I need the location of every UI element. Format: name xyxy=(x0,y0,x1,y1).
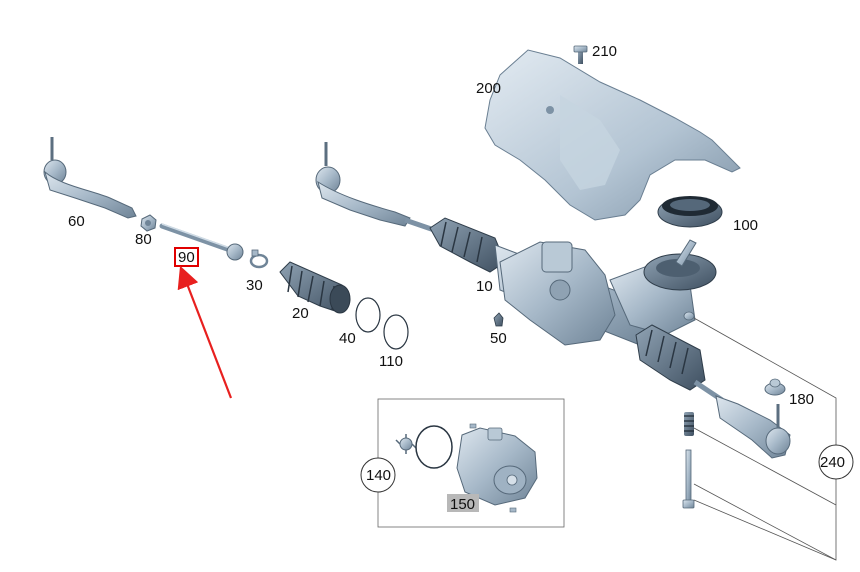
label-30[interactable]: 30 xyxy=(246,277,263,294)
label-10[interactable]: 10 xyxy=(476,278,493,295)
o-ring-part[interactable] xyxy=(415,425,453,469)
selected-label-bg xyxy=(447,494,479,512)
callout-circle-240 xyxy=(818,444,854,480)
clip-ring-part-110[interactable] xyxy=(383,314,409,350)
label-200[interactable]: 200 xyxy=(476,80,501,97)
tie-rod-part-90[interactable] xyxy=(159,223,244,261)
label-80[interactable]: 80 xyxy=(135,231,152,248)
clip-ring-part-40[interactable] xyxy=(355,297,381,333)
label-60[interactable]: 60 xyxy=(68,213,85,230)
bolt-part-210[interactable] xyxy=(573,45,588,64)
label-180[interactable]: 180 xyxy=(789,391,814,408)
tie-rod-end-part-60[interactable] xyxy=(43,137,137,219)
label-100[interactable]: 100 xyxy=(733,217,758,234)
label-20[interactable]: 20 xyxy=(292,305,309,322)
plug-part-50[interactable] xyxy=(493,312,504,327)
bolt-set-part-240[interactable] xyxy=(682,311,695,509)
motor-part-150[interactable] xyxy=(456,427,538,506)
label-90[interactable]: 90 xyxy=(178,249,195,266)
cap-part-180[interactable] xyxy=(764,378,786,396)
label-110[interactable]: 110 xyxy=(379,353,403,370)
label-150[interactable]: 150 xyxy=(450,496,475,513)
label-40[interactable]: 40 xyxy=(339,330,356,347)
clamp-part-30[interactable] xyxy=(249,249,269,269)
motor-detail-box xyxy=(377,398,565,528)
seal-ring-part-100[interactable] xyxy=(657,196,723,228)
label-50[interactable]: 50 xyxy=(490,330,507,347)
heat-shield-part-200[interactable] xyxy=(484,49,741,221)
pointer-arrow xyxy=(177,265,233,399)
label-240[interactable]: 240 xyxy=(820,454,845,471)
screw-part[interactable] xyxy=(469,423,517,513)
callout-circle-140 xyxy=(360,457,396,493)
coupling-part[interactable] xyxy=(395,434,417,454)
steering-gear-part-10[interactable] xyxy=(315,142,791,459)
bellows-part-20[interactable] xyxy=(279,261,351,314)
label-210[interactable]: 210 xyxy=(592,43,617,60)
nut-part-80[interactable] xyxy=(140,214,157,232)
label-140[interactable]: 140 xyxy=(366,467,391,484)
